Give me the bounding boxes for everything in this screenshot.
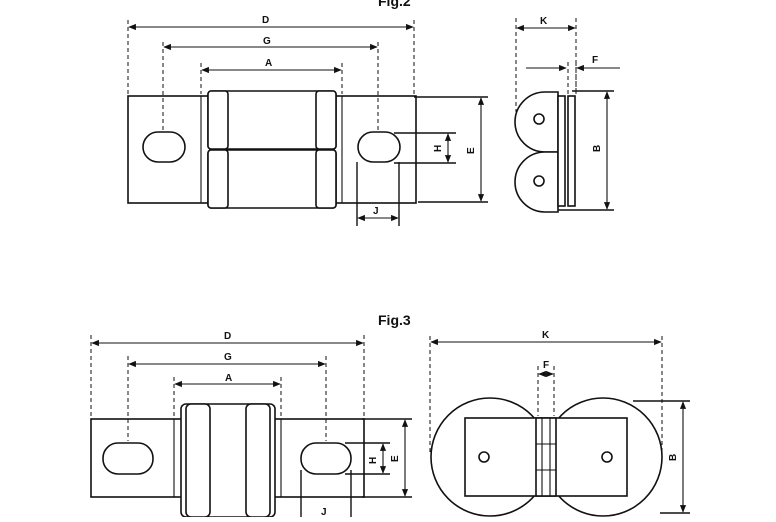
fig2-slot-right — [357, 131, 401, 163]
fig3-label-f: F — [543, 360, 549, 371]
fig3-label-k: K — [542, 330, 550, 341]
fig2-label-h: H — [433, 145, 444, 152]
fig3-slot-left — [102, 442, 154, 475]
fig3-label-j: J — [321, 507, 327, 517]
fig2-label-g: G — [263, 36, 271, 47]
fig2-label-j: J — [373, 206, 379, 217]
fig2-slot-left — [142, 131, 186, 163]
fig2-label-k: K — [540, 16, 548, 27]
fig3-label-a: A — [225, 373, 232, 384]
fig3-slot-right — [300, 442, 352, 475]
fig2-label-b: B — [592, 145, 603, 152]
fig3-center-stack — [535, 417, 557, 497]
fig2-label-a: A — [265, 58, 272, 69]
fig2-label-d: D — [262, 15, 269, 26]
fig3-label-d: D — [224, 331, 231, 342]
fig2-label-f: F — [592, 55, 598, 66]
fig2-label-e: E — [466, 147, 477, 154]
fig3-label-g: G — [224, 352, 232, 363]
fig2: Fig.2 D G — [127, 0, 620, 226]
fig3-label-b: B — [668, 454, 679, 461]
fig2-front-view: D G A E H J — [127, 15, 488, 226]
fig3-front-view: D G A E H J — [90, 331, 412, 518]
fig3: Fig.3 D G A — [90, 312, 690, 518]
fig3-side-view: K F B — [429, 330, 690, 517]
fig3-label-e: E — [390, 455, 401, 462]
fig2-side-view: K F B — [514, 16, 620, 213]
fig3-title: Fig.3 — [378, 312, 411, 328]
fig3-label-h: H — [368, 457, 379, 464]
fig2-title: Fig.2 — [378, 0, 411, 9]
